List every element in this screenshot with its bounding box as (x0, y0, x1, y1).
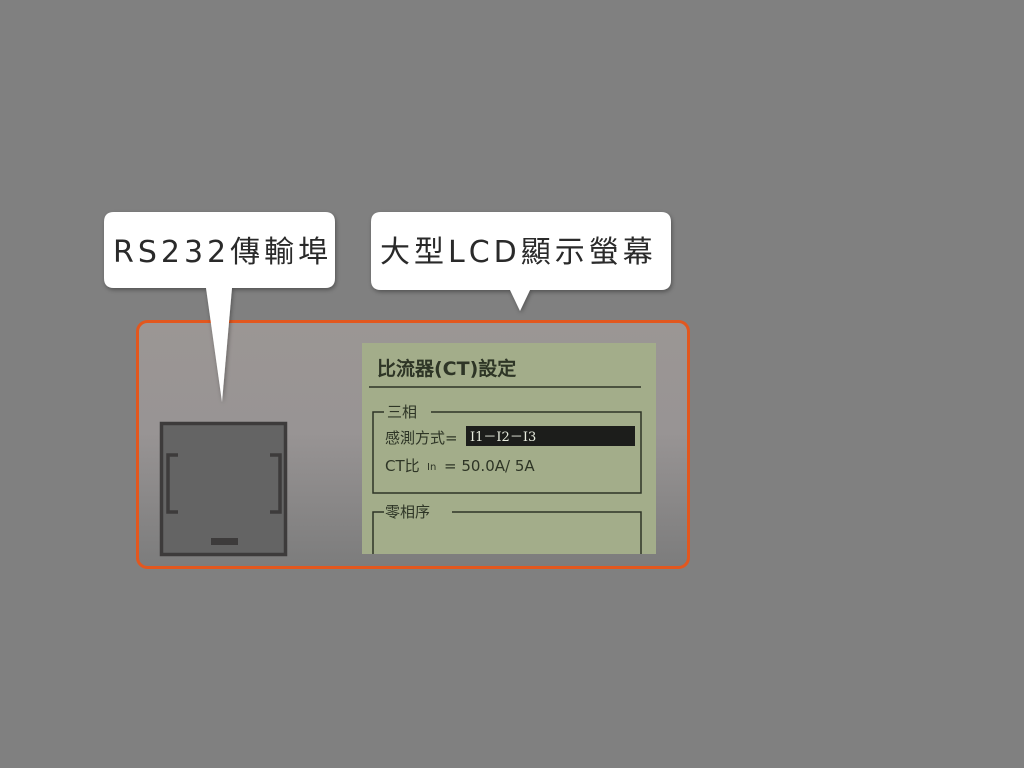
lcd-callout: 大型LCD顯示螢幕 (371, 212, 671, 311)
lcd-screen: 比流器(CT)設定 三相 感測方式= I1－I2－I3 CT比 In = 50.… (362, 343, 656, 554)
ct-ratio-prefix: CT比 (385, 457, 420, 475)
sensing-mode-label: 感測方式= (385, 429, 458, 447)
zero-sequence-group-label: 零相序 (385, 503, 430, 521)
lcd-title: 比流器(CT)設定 (377, 357, 516, 380)
zero-sequence-group: 零相序 (372, 503, 642, 554)
rs232-callout-text: RS232傳輸埠 (113, 235, 332, 270)
ct-ratio-subscript: In (427, 462, 436, 473)
sensing-mode-field[interactable] (466, 426, 635, 446)
rs232-port-icon[interactable] (159, 421, 288, 557)
lcd-callout-text: 大型LCD顯示螢幕 (380, 235, 657, 270)
sensing-mode-value: I1－I2－I3 (470, 430, 536, 445)
three-phase-group: 三相 感測方式= I1－I2－I3 CT比 In = 50.0A/ 5A (372, 403, 642, 494)
ct-ratio-value: = 50.0A/ 5A (444, 457, 535, 475)
rs232-callout: RS232傳輸埠 (104, 212, 335, 402)
three-phase-group-label: 三相 (387, 403, 417, 421)
